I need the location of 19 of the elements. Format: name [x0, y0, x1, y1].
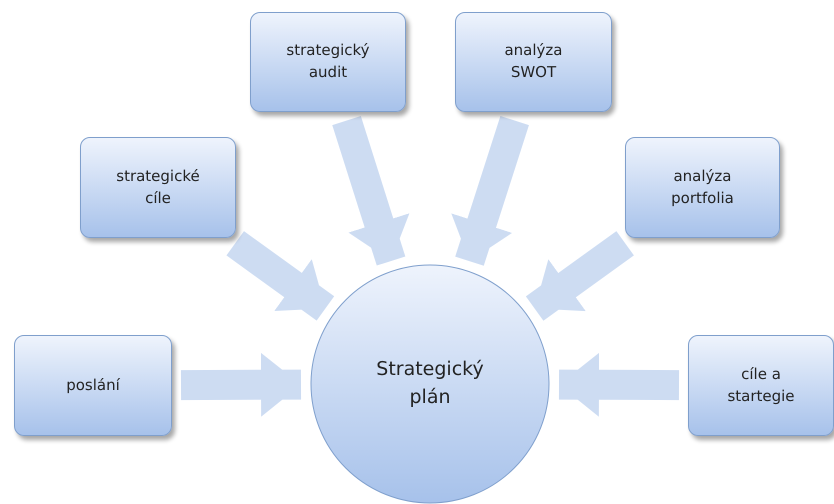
node-label: Strategický plán	[375, 357, 485, 410]
process-box	[14, 335, 172, 436]
process-box	[625, 137, 780, 238]
process-box	[688, 335, 834, 436]
block-arrow	[226, 231, 334, 321]
node-label: strategické cíle	[115, 166, 201, 208]
node-label: strategický audit	[285, 40, 371, 83]
process-box	[250, 12, 406, 112]
block-arrow	[332, 116, 410, 266]
block-arrow	[558, 352, 680, 417]
process-box	[80, 137, 236, 238]
node-label: analýza portfolia	[670, 166, 735, 208]
node-label: poslání	[65, 374, 121, 396]
block-arrow	[180, 352, 302, 417]
block-arrow	[526, 231, 634, 321]
node-label: cíle a startegie	[726, 364, 796, 406]
node-label: analýza SWOT	[503, 40, 564, 83]
block-arrow	[451, 116, 529, 266]
process-box	[455, 12, 612, 112]
